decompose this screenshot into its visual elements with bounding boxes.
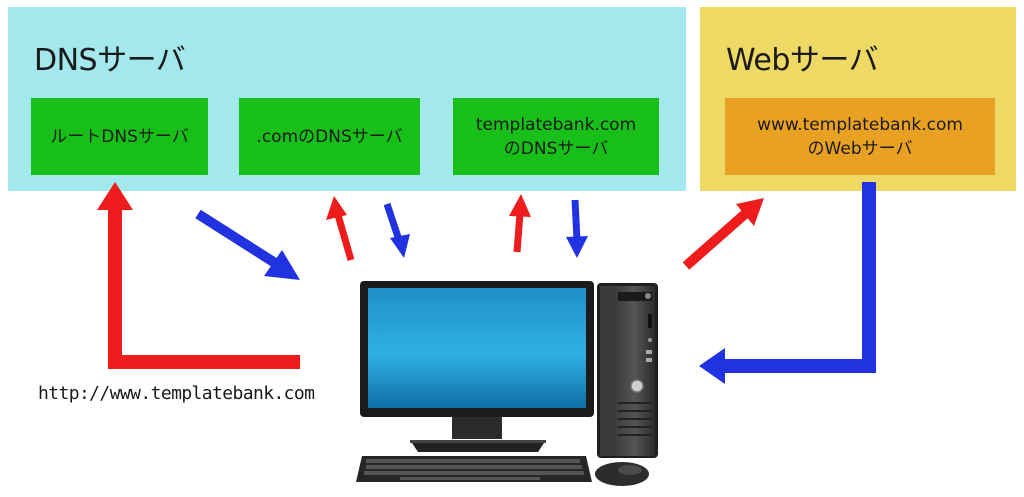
response-arrow-templatebank bbox=[566, 199, 588, 258]
request-arrow-web bbox=[682, 198, 764, 270]
tower-pc-icon bbox=[597, 283, 658, 458]
web-panel-title: Webサーバ bbox=[726, 43, 879, 78]
dns-panel-title: DNSサーバ bbox=[34, 43, 186, 78]
desktop-computer-icon bbox=[360, 281, 594, 452]
response-arrow-web bbox=[699, 182, 876, 384]
templatebank-dns-server-box: templatebank.com のDNSサーバ bbox=[453, 98, 659, 175]
keyboard-icon bbox=[356, 456, 592, 482]
root-dns-server-box: ルートDNSサーバ bbox=[31, 98, 208, 175]
url-label: http://www.templatebank.com bbox=[38, 383, 315, 404]
request-arrow-root bbox=[97, 182, 300, 369]
mouse-icon bbox=[595, 462, 649, 486]
web-server-box: www.templatebank.com のWebサーバ bbox=[725, 98, 995, 175]
request-arrow-templatebank bbox=[509, 194, 531, 253]
response-arrow-com bbox=[383, 202, 410, 258]
request-arrow-com bbox=[326, 196, 355, 261]
response-arrow-root bbox=[195, 209, 300, 280]
com-dns-server-box: .comのDNSサーバ bbox=[239, 98, 420, 175]
